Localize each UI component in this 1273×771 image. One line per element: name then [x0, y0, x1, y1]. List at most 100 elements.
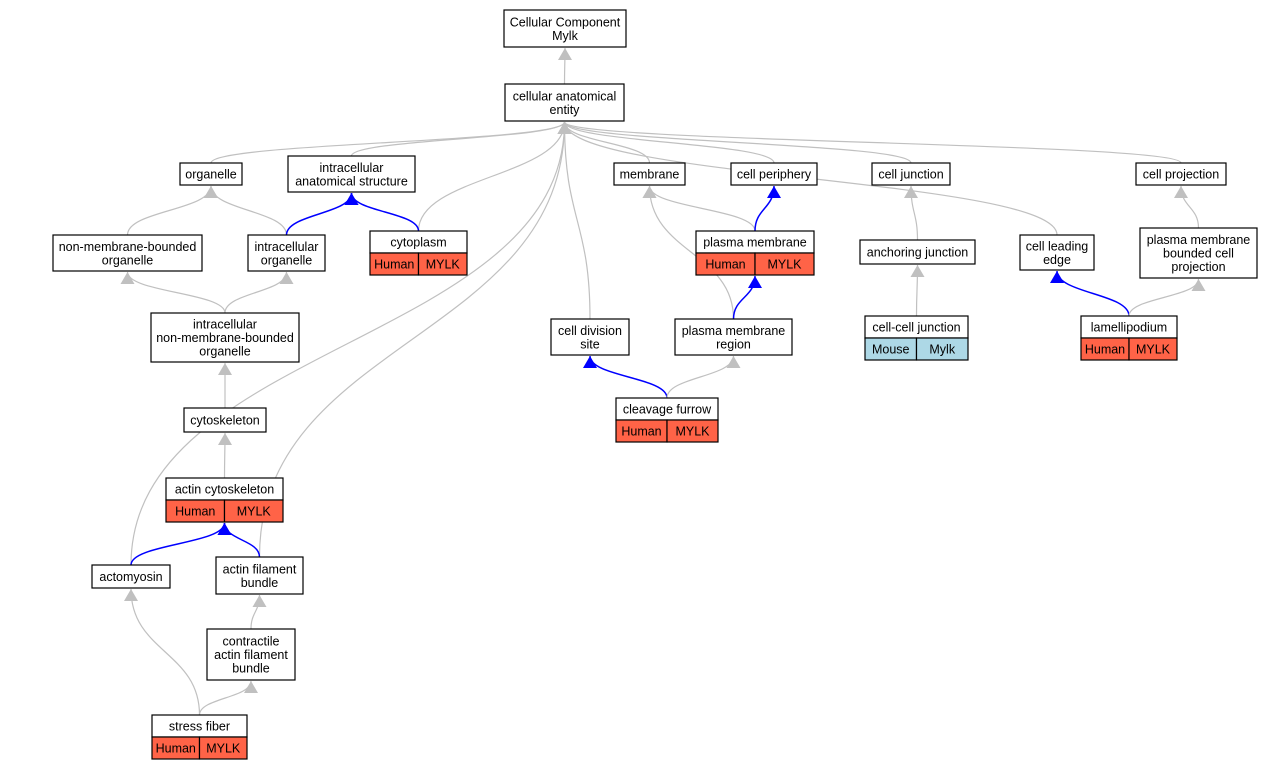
gene-tag-label: MYLK — [426, 258, 461, 272]
edge-cytoplasm-to-cae-is-a — [417, 121, 572, 232]
node-label-box — [206, 628, 296, 681]
edge-actomyosin-to-actincs-part-of — [130, 522, 232, 566]
node-label-box — [91, 564, 171, 589]
node-actomyosin[interactable]: actomyosin — [91, 564, 171, 589]
node-label-line: anatomical structure — [295, 174, 408, 188]
node-organelle[interactable]: organelle — [179, 162, 243, 186]
gene-tag — [915, 337, 969, 361]
node-label-box — [179, 162, 243, 186]
node-label-line: intracellular — [255, 240, 319, 254]
edge-lamelli-to-pmbcp-is-a — [1128, 278, 1206, 317]
node-label-line: intracellular — [320, 161, 384, 175]
node-label-line: actin cytoskeleton — [175, 483, 274, 497]
node-label-line: organelle — [185, 168, 236, 182]
species-tag-label: Human — [156, 742, 196, 756]
node-label-line: anchoring junction — [867, 246, 969, 260]
species-tag-label: Mouse — [872, 343, 910, 357]
node-anchoring[interactable]: anchoring junction — [859, 239, 976, 265]
edge-junction-to-cae-is-a — [557, 121, 912, 164]
gene-tag-label: MYLK — [206, 742, 241, 756]
node-label-line: cytoplasm — [390, 236, 446, 250]
gene-tag — [666, 419, 719, 443]
node-label-line: organelle — [102, 253, 153, 267]
node-label-line: cell junction — [878, 168, 943, 182]
edge-anchoring-to-junction-is-a — [904, 185, 919, 241]
node-label-line: contractile — [223, 635, 280, 649]
edge-layer — [120, 47, 1206, 716]
edge-furrow-to-pmr-is-a — [666, 355, 741, 399]
node-label-box — [1019, 234, 1095, 271]
node-label-line: organelle — [261, 253, 312, 267]
node-label-line: non-membrane-bounded — [156, 331, 294, 345]
edge-stress-to-cafb-is-a — [198, 680, 258, 716]
node-projection[interactable]: cell projection — [1135, 162, 1227, 186]
gene-tag — [198, 736, 248, 760]
gene-tag-label: MYLK — [767, 258, 802, 272]
gene-tag-label: MYLK — [1136, 343, 1171, 357]
node-label-line: lamellipodium — [1091, 321, 1167, 335]
node-label-box — [183, 407, 267, 433]
node-inmbo[interactable]: intracellularnon-membrane-boundedorganel… — [150, 312, 300, 363]
edge-inmbo-to-nmbo-is-a — [120, 271, 226, 314]
node-label-box — [674, 318, 793, 356]
node-label-line: cytoskeleton — [190, 414, 260, 428]
node-label-line: actomyosin — [99, 570, 162, 584]
edge-divsite-to-cae-is-a — [557, 121, 591, 320]
node-label-line: non-membrane-bounded — [59, 240, 197, 254]
edge-afb-to-cae-is-a — [258, 121, 572, 558]
node-membrane[interactable]: membrane — [613, 162, 686, 186]
edge-pm-to-periphery-part-of — [754, 185, 781, 232]
gene-tag-label: MYLK — [675, 425, 710, 439]
node-label-box — [52, 234, 203, 272]
node-label-line: organelle — [199, 345, 250, 359]
edge-actomyosin-to-cae-is-a — [130, 121, 572, 566]
node-label-box — [247, 234, 326, 272]
node-label-line: entity — [550, 103, 581, 117]
node-cytoskeleton[interactable]: cytoskeleton — [183, 407, 267, 433]
node-label-line: membrane — [620, 168, 680, 182]
node-label-line: stress fiber — [169, 720, 230, 734]
node-label-box — [215, 556, 304, 595]
gene-tag — [754, 252, 815, 276]
edge-stress-to-actomyosin-is-a — [124, 588, 201, 716]
edge-pmr-to-membrane-is-a — [642, 185, 735, 320]
node-label-line: bounded cell — [1163, 247, 1234, 261]
gene-tag-label: Mylk — [929, 343, 955, 357]
edge-lamelli-to-leading-part-of — [1050, 270, 1130, 317]
species-tag-label: Human — [175, 505, 215, 519]
node-label-box — [1139, 227, 1258, 279]
node-label-line: cellular anatomical — [513, 89, 617, 103]
node-periphery[interactable]: cell periphery — [730, 162, 818, 186]
edge-pm-to-membrane-is-a — [642, 185, 756, 232]
node-label-box — [287, 155, 416, 193]
species-tag-label: Human — [705, 258, 745, 272]
species-tag-label: Human — [1085, 343, 1125, 357]
edge-pmbcp-to-projection-is-a — [1174, 185, 1200, 229]
edge-periphery-to-cae-is-a — [557, 121, 775, 164]
node-label-line: actin filament — [214, 648, 288, 662]
node-label-line: plasma membrane — [1147, 233, 1251, 247]
gene-tag — [1128, 337, 1178, 361]
node-label-box — [150, 312, 300, 363]
node-label-line: plasma membrane — [682, 324, 786, 338]
node-junction[interactable]: cell junction — [871, 162, 951, 186]
